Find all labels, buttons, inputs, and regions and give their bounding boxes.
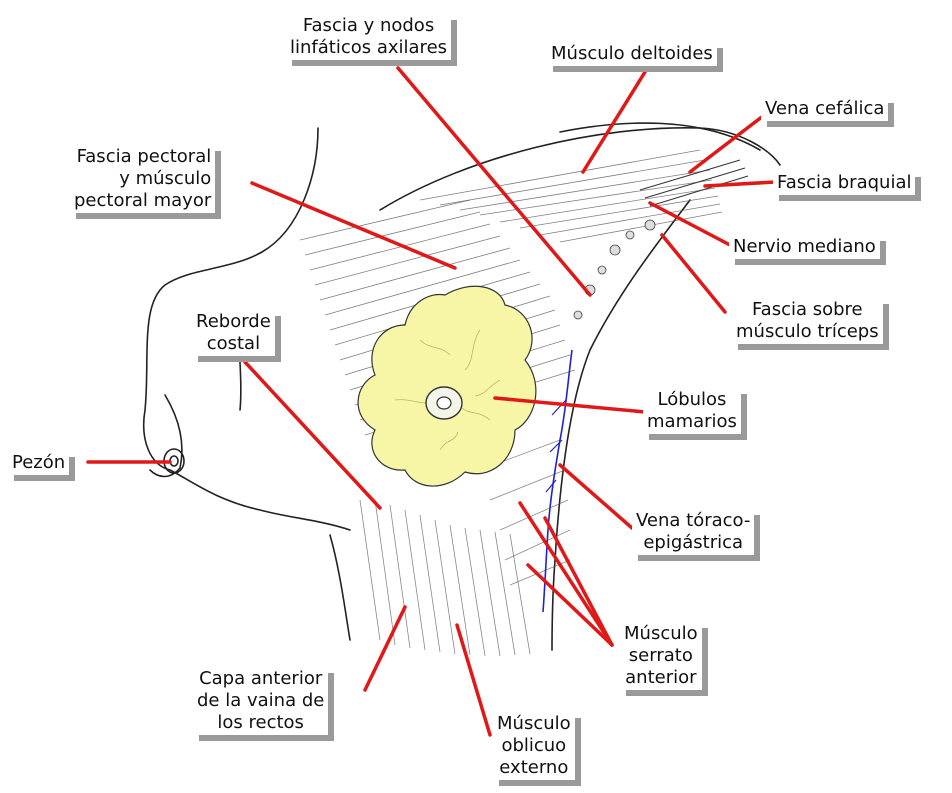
- label-musculo-oblicuo-externo: Músculo oblicuo externo: [493, 712, 575, 780]
- label-line: oblicuo: [497, 735, 571, 757]
- label-fascia-musculo-triceps: Fascia sobre músculo tríceps: [732, 298, 883, 344]
- abdominal-muscle-fibers: [360, 500, 530, 656]
- deltoid-muscle-fibers: [420, 150, 722, 242]
- label-line: Músculo: [624, 623, 698, 645]
- label-line: externo: [497, 757, 571, 779]
- label-line: Nervio mediano: [733, 236, 876, 258]
- arm-outline: [380, 128, 780, 210]
- leader-deltoides: [583, 72, 645, 172]
- label-vena-cefalica: Vena cefálica: [761, 97, 888, 121]
- label-fascia-nodos-linfaticos: Fascia y nodos linfáticos axilares: [286, 14, 451, 60]
- label-line: Capa anterior: [197, 668, 324, 690]
- label-line: serrato: [624, 645, 698, 667]
- label-pezon: Pezón: [8, 451, 69, 475]
- label-line: Vena cefálica: [765, 98, 884, 120]
- label-line: Reborde: [196, 311, 271, 333]
- label-line: Músculo: [497, 713, 571, 735]
- label-capa-anterior-vaina-rectos: Capa anterior de la vaina de los rectos: [193, 667, 328, 735]
- leader-braquial: [705, 182, 775, 186]
- label-line: Fascia y nodos: [290, 15, 447, 37]
- nipple-center: [437, 397, 451, 409]
- leader-serrato-1: [520, 503, 612, 645]
- label-lobulos-mamarios: Lóbulos mamarios: [643, 388, 741, 434]
- abdomen-outline: [330, 535, 350, 640]
- label-line: linfáticos axilares: [290, 37, 447, 59]
- label-line: pectoral mayor: [74, 190, 211, 212]
- thoracoepigastric-vein: [543, 350, 572, 612]
- label-line: Vena tóraco-: [636, 510, 750, 532]
- leader-triceps: [662, 235, 725, 312]
- label-vena-toraco-epigastrica: Vena tóraco- epigástrica: [632, 509, 754, 555]
- leader-toraco: [560, 465, 632, 528]
- label-fascia-pectoral: Fascia pectoral y músculo pectoral mayor: [70, 145, 215, 213]
- label-line: Fascia sobre: [736, 299, 879, 321]
- label-line: epigástrica: [636, 532, 750, 554]
- mammary-lobules: [358, 286, 536, 486]
- label-line: Fascia braquial: [777, 172, 911, 194]
- leader-reborde: [245, 362, 380, 508]
- label-line: y músculo: [74, 168, 211, 190]
- label-musculo-deltoides: Músculo deltoides: [547, 42, 717, 66]
- leader-capa: [365, 607, 405, 690]
- leader-serrato-2: [545, 518, 612, 645]
- label-line: anterior: [624, 667, 698, 689]
- label-line: los rectos: [197, 712, 324, 734]
- axillary-nodes: [574, 220, 655, 319]
- leader-fascia-nodos: [398, 68, 590, 295]
- label-line: Lóbulos: [647, 389, 737, 411]
- label-line: de la vaina de: [197, 690, 324, 712]
- label-line: mamarios: [647, 411, 737, 433]
- label-reborde-costal: Reborde costal: [192, 310, 275, 356]
- label-nervio-mediano: Nervio mediano: [729, 235, 880, 259]
- label-line: Músculo deltoides: [551, 43, 713, 65]
- label-fascia-braquial: Fascia braquial: [773, 171, 915, 195]
- label-musculo-serrato-anterior: Músculo serrato anterior: [620, 622, 702, 690]
- label-line: costal: [196, 333, 271, 355]
- label-line: Pezón: [12, 452, 65, 474]
- leader-oblicuo: [457, 625, 490, 735]
- label-line: Fascia pectoral: [74, 146, 211, 168]
- vein-branch: [546, 400, 566, 492]
- label-line: músculo tríceps: [736, 321, 879, 343]
